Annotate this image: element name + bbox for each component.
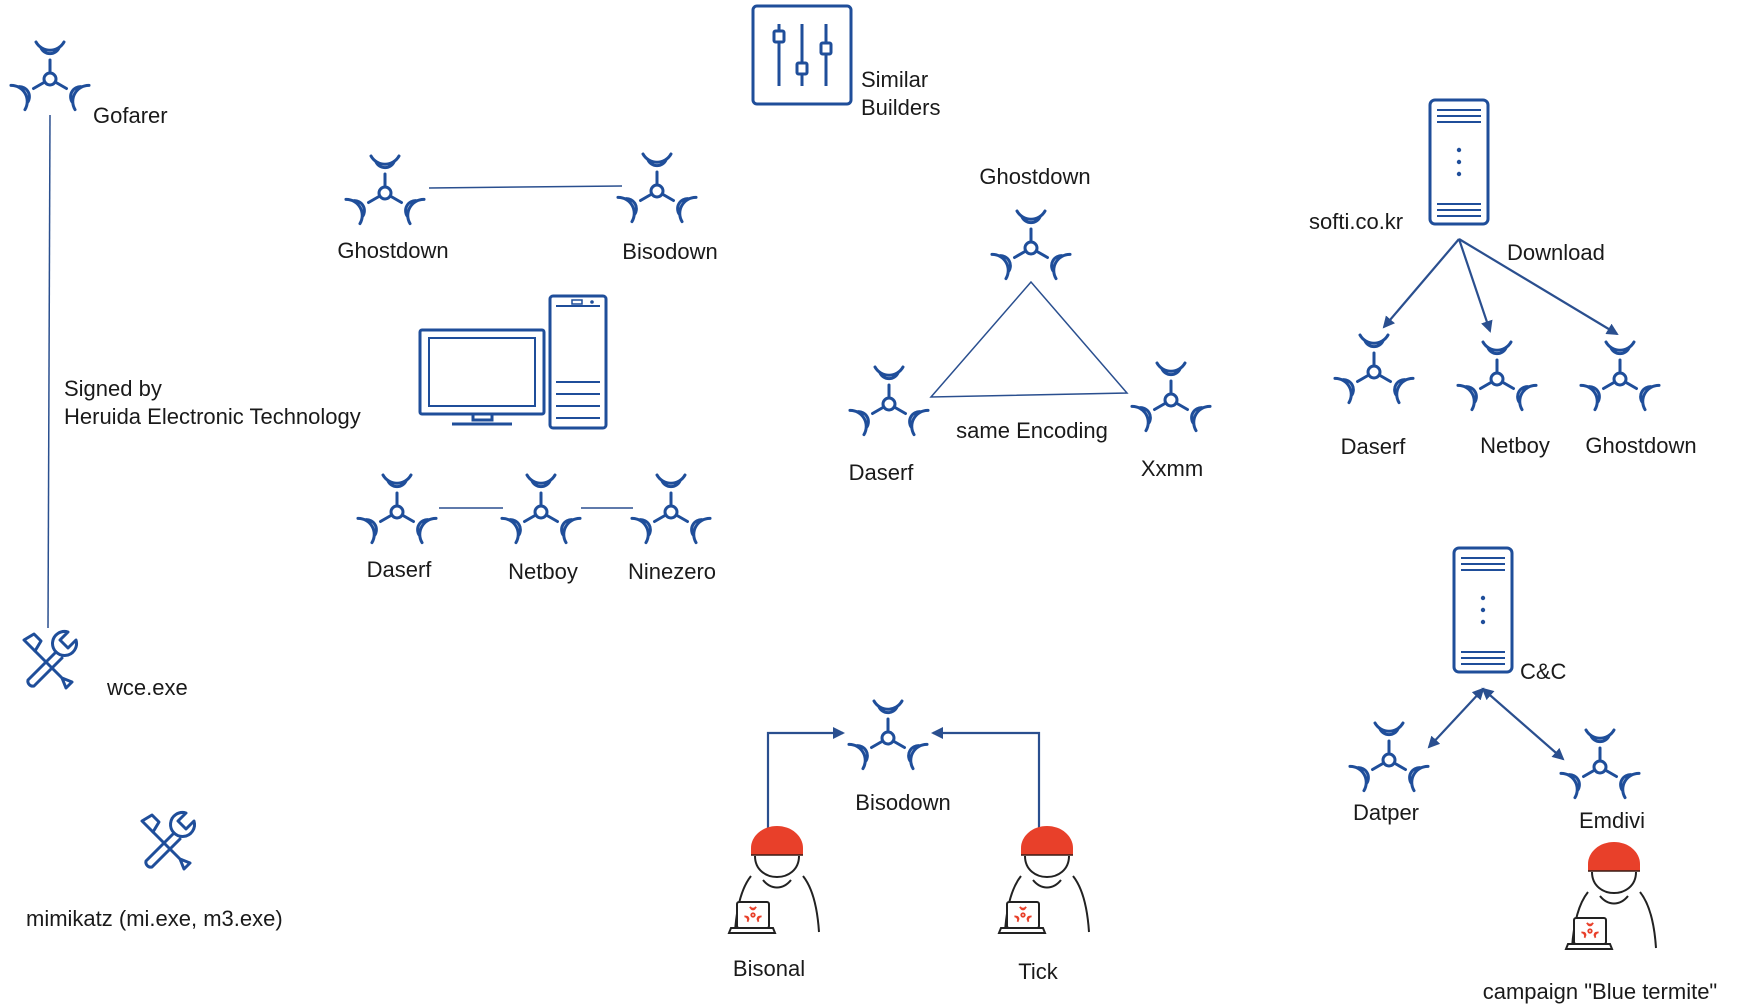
xxmm-label: Xxmm [1140, 456, 1204, 481]
xxmm-malware-icon [1130, 361, 1212, 433]
ghostdown-label: Ghostdown [337, 238, 449, 263]
netboy-download-icon [1456, 340, 1538, 412]
bisodown-shared-label: Bisodown [855, 790, 951, 815]
netboy-download-label: Netboy [1480, 433, 1550, 458]
download-arrow-ghostdown [1458, 238, 1619, 336]
gofarer-malware-icon [9, 40, 91, 112]
softi-server-icon [1428, 98, 1490, 226]
daserf-encoding-icon [848, 365, 930, 437]
daserf-download-label: Daserf [1340, 434, 1406, 459]
computer-icon [418, 294, 608, 430]
gofarer-label: Gofarer [93, 103, 168, 128]
ghostdown-download-label: Ghostdown [1585, 433, 1697, 458]
ghostdown-bisodown-link [428, 185, 623, 189]
datper-label: Datper [1352, 800, 1420, 825]
tick-hacker-icon [999, 826, 1089, 933]
tick-bisodown-arrow [931, 727, 1041, 840]
mimikatz-label: mimikatz (mi.exe, m3.exe) [26, 906, 283, 931]
bisodown-shared-icon [847, 699, 929, 771]
bisonal-label: Bisonal [732, 956, 806, 981]
cc-emdivi-arrow [1481, 687, 1565, 761]
gofarer-wce-link [47, 114, 51, 629]
mimikatz-tool-icon [140, 810, 197, 871]
datper-malware-icon [1348, 721, 1430, 793]
bisonal-bisodown-arrow [766, 727, 845, 840]
tick-label: Tick [1018, 959, 1058, 984]
ghostdown-malware-icon [344, 154, 426, 226]
cc-label: C&C [1520, 659, 1567, 684]
wce-label: wce.exe [107, 675, 188, 700]
same-encoding-label: same Encoding [956, 418, 1108, 443]
same-encoding-triangle [929, 280, 1129, 398]
similar-label: Similar [861, 67, 929, 92]
signer-name-label: Heruida Electronic Technology [64, 404, 361, 429]
daserf-encoding-label: Daserf [848, 460, 914, 485]
blue-termite-hacker-icon [1566, 842, 1656, 949]
builders-label: Builders [861, 95, 941, 120]
ninezero-malware-icon [630, 473, 712, 545]
download-label: Download [1507, 240, 1605, 265]
emdivi-label: Emdivi [1578, 808, 1646, 833]
daserf-label: Daserf [366, 557, 432, 582]
bisonal-hacker-icon [729, 826, 819, 933]
download-arrow-netboy [1457, 238, 1493, 333]
download-arrow-daserf [1382, 238, 1460, 329]
netboy-malware-icon [500, 473, 582, 545]
bisodown-malware-icon [616, 152, 698, 224]
cc-datper-arrow [1427, 687, 1485, 749]
ghostdown-encoding-icon [990, 209, 1072, 281]
bisodown-label: Bisodown [622, 239, 718, 264]
emdivi-malware-icon [1559, 728, 1641, 800]
similar-builders-icon [751, 4, 853, 106]
softi-label: softi.co.kr [1309, 209, 1404, 234]
campaign-label: campaign "Blue termite" [1482, 979, 1718, 1004]
ghostdown-encoding-label: Ghostdown [979, 164, 1091, 189]
ninezero-label: Ninezero [627, 559, 717, 584]
ghostdown-download-icon [1579, 340, 1661, 412]
signed-by-label: Signed by [64, 376, 162, 401]
netboy-label: Netboy [508, 559, 578, 584]
daserf-download-icon [1333, 333, 1415, 405]
cc-server-icon [1452, 546, 1514, 674]
wce-tool-icon [22, 629, 79, 690]
daserf-malware-icon [356, 473, 438, 545]
